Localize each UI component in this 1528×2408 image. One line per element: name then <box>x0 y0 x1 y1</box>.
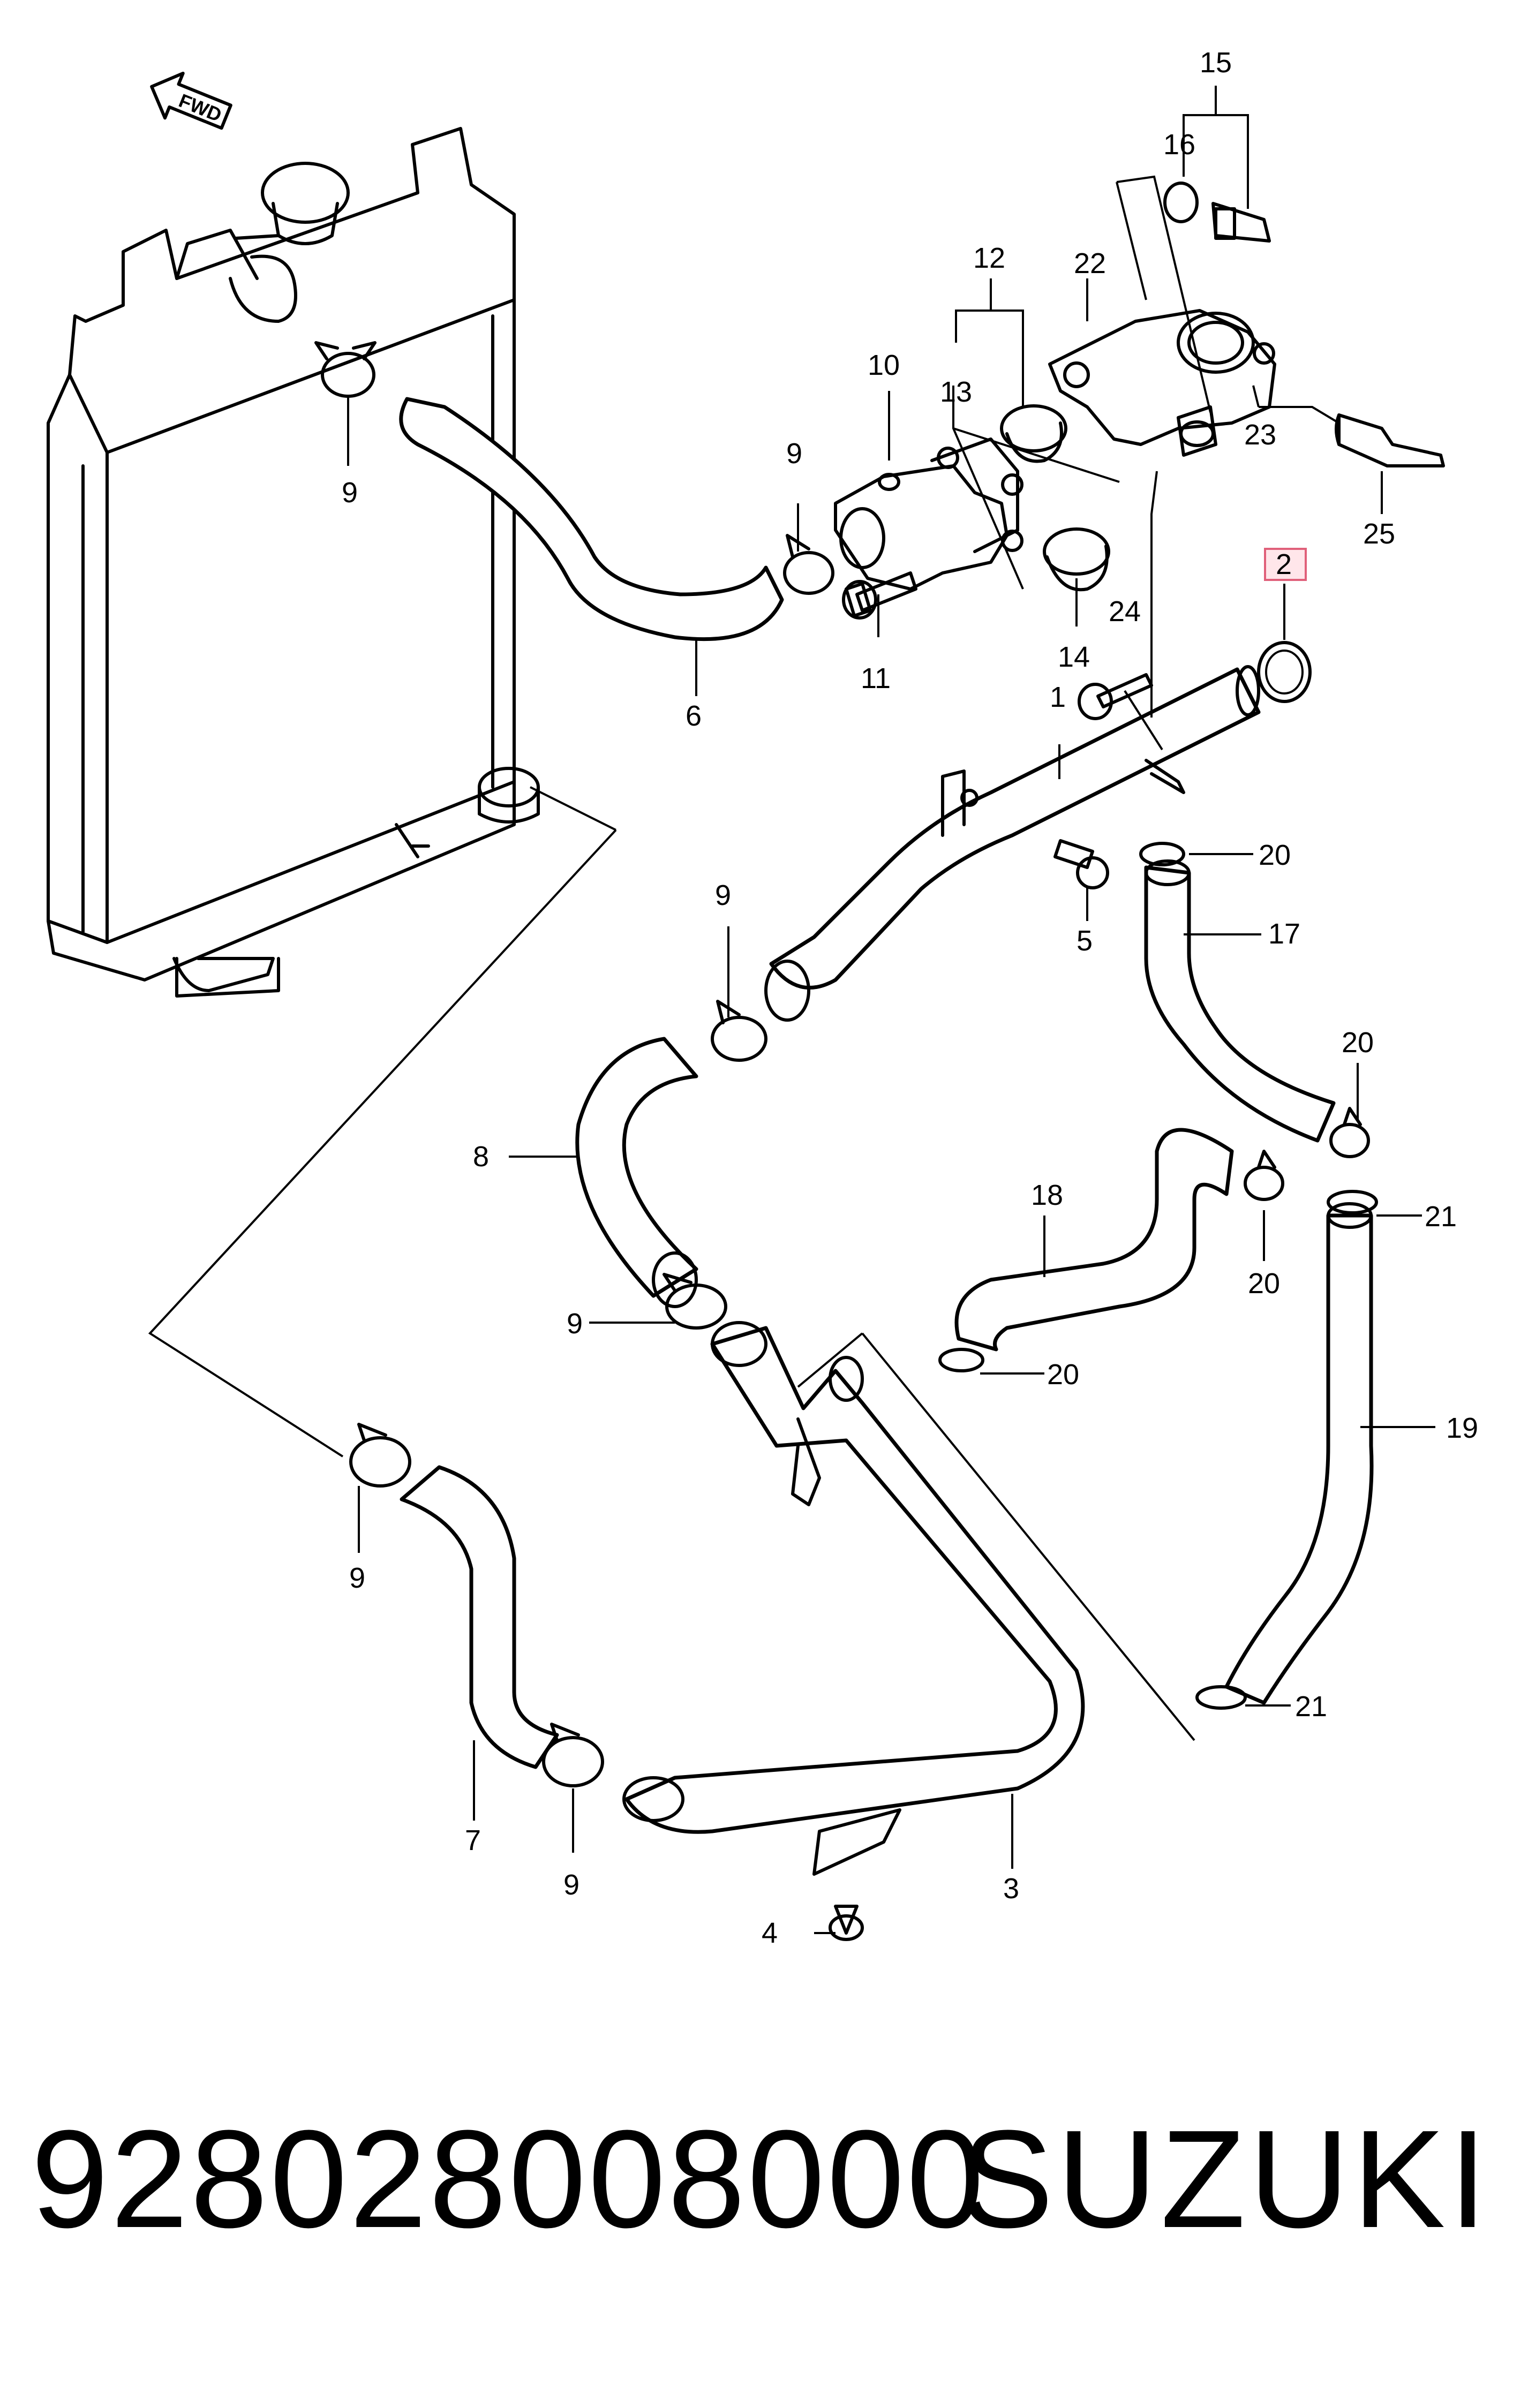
callout-4: 4 <box>762 1917 778 1949</box>
callout-20d: 20 <box>1047 1358 1079 1391</box>
callout-24: 24 <box>1109 595 1141 628</box>
callout-21b: 21 <box>1295 1690 1327 1723</box>
callout-23: 23 <box>1244 419 1276 451</box>
parts-diagram: FWD <box>47 47 1478 1949</box>
callout-18: 18 <box>1031 1179 1063 1211</box>
callout-19: 19 <box>1446 1412 1478 1444</box>
callout-9a: 9 <box>342 477 358 509</box>
radiator <box>47 127 540 998</box>
callout-9d: 9 <box>567 1308 583 1340</box>
callout-20b: 20 <box>1342 1026 1374 1059</box>
upper-radiator-hose <box>399 397 784 641</box>
clamps <box>314 341 1378 1787</box>
callout-22: 22 <box>1074 247 1106 280</box>
thermostat-housing-assembly <box>834 182 1445 592</box>
callout-5: 5 <box>1077 925 1093 957</box>
callout-9b: 9 <box>786 437 802 470</box>
hose-19 <box>1224 1213 1374 1705</box>
brand-name: SUZUKI <box>960 2102 1491 2257</box>
leader-lines <box>148 86 1435 1934</box>
callout-9c: 9 <box>715 879 731 911</box>
callout-16: 16 <box>1163 129 1195 161</box>
hose-8 <box>575 1037 698 1298</box>
bolt-24 <box>1078 673 1153 720</box>
callout-6: 6 <box>686 700 702 732</box>
callout-25: 25 <box>1363 518 1395 550</box>
bolt-11 <box>842 571 917 620</box>
callout-3: 3 <box>1003 1873 1019 1905</box>
water-inlet-pipe <box>764 665 1261 1022</box>
hose-7 <box>400 1465 559 1769</box>
bypass-pipe-3 <box>622 1321 1085 1876</box>
callout-8: 8 <box>473 1141 489 1173</box>
callout-2: 2 <box>1276 548 1292 580</box>
callout-labels: 1 2 3 4 5 6 7 8 9 9 9 9 9 9 10 11 12 13 … <box>342 47 1478 1949</box>
callout-9e: 9 <box>349 1562 365 1594</box>
callout-20c: 20 <box>1248 1267 1280 1300</box>
hose-18 <box>954 1128 1234 1352</box>
callout-21a: 21 <box>1425 1201 1457 1233</box>
o-ring-2 <box>1257 641 1312 703</box>
fwd-arrow-icon: FWD <box>150 71 232 130</box>
callout-1: 1 <box>1050 681 1066 713</box>
hose-17 <box>1144 865 1336 1143</box>
callout-20a: 20 <box>1259 839 1291 871</box>
callout-10: 10 <box>868 349 900 381</box>
callout-13: 13 <box>940 376 972 408</box>
callout-12: 12 <box>973 242 1005 274</box>
callout-14: 14 <box>1058 641 1090 673</box>
callout-11: 11 <box>861 662 891 695</box>
bolt-5 <box>1053 839 1109 889</box>
callout-2-highlight <box>1264 548 1307 581</box>
callout-17: 17 <box>1268 918 1300 950</box>
callout-9f: 9 <box>563 1869 579 1901</box>
bolt-4 <box>829 1905 864 1941</box>
part-number: 92802800800​0 <box>31 2102 987 2257</box>
callout-15: 15 <box>1200 47 1232 79</box>
callout-7: 7 <box>465 1824 481 1856</box>
